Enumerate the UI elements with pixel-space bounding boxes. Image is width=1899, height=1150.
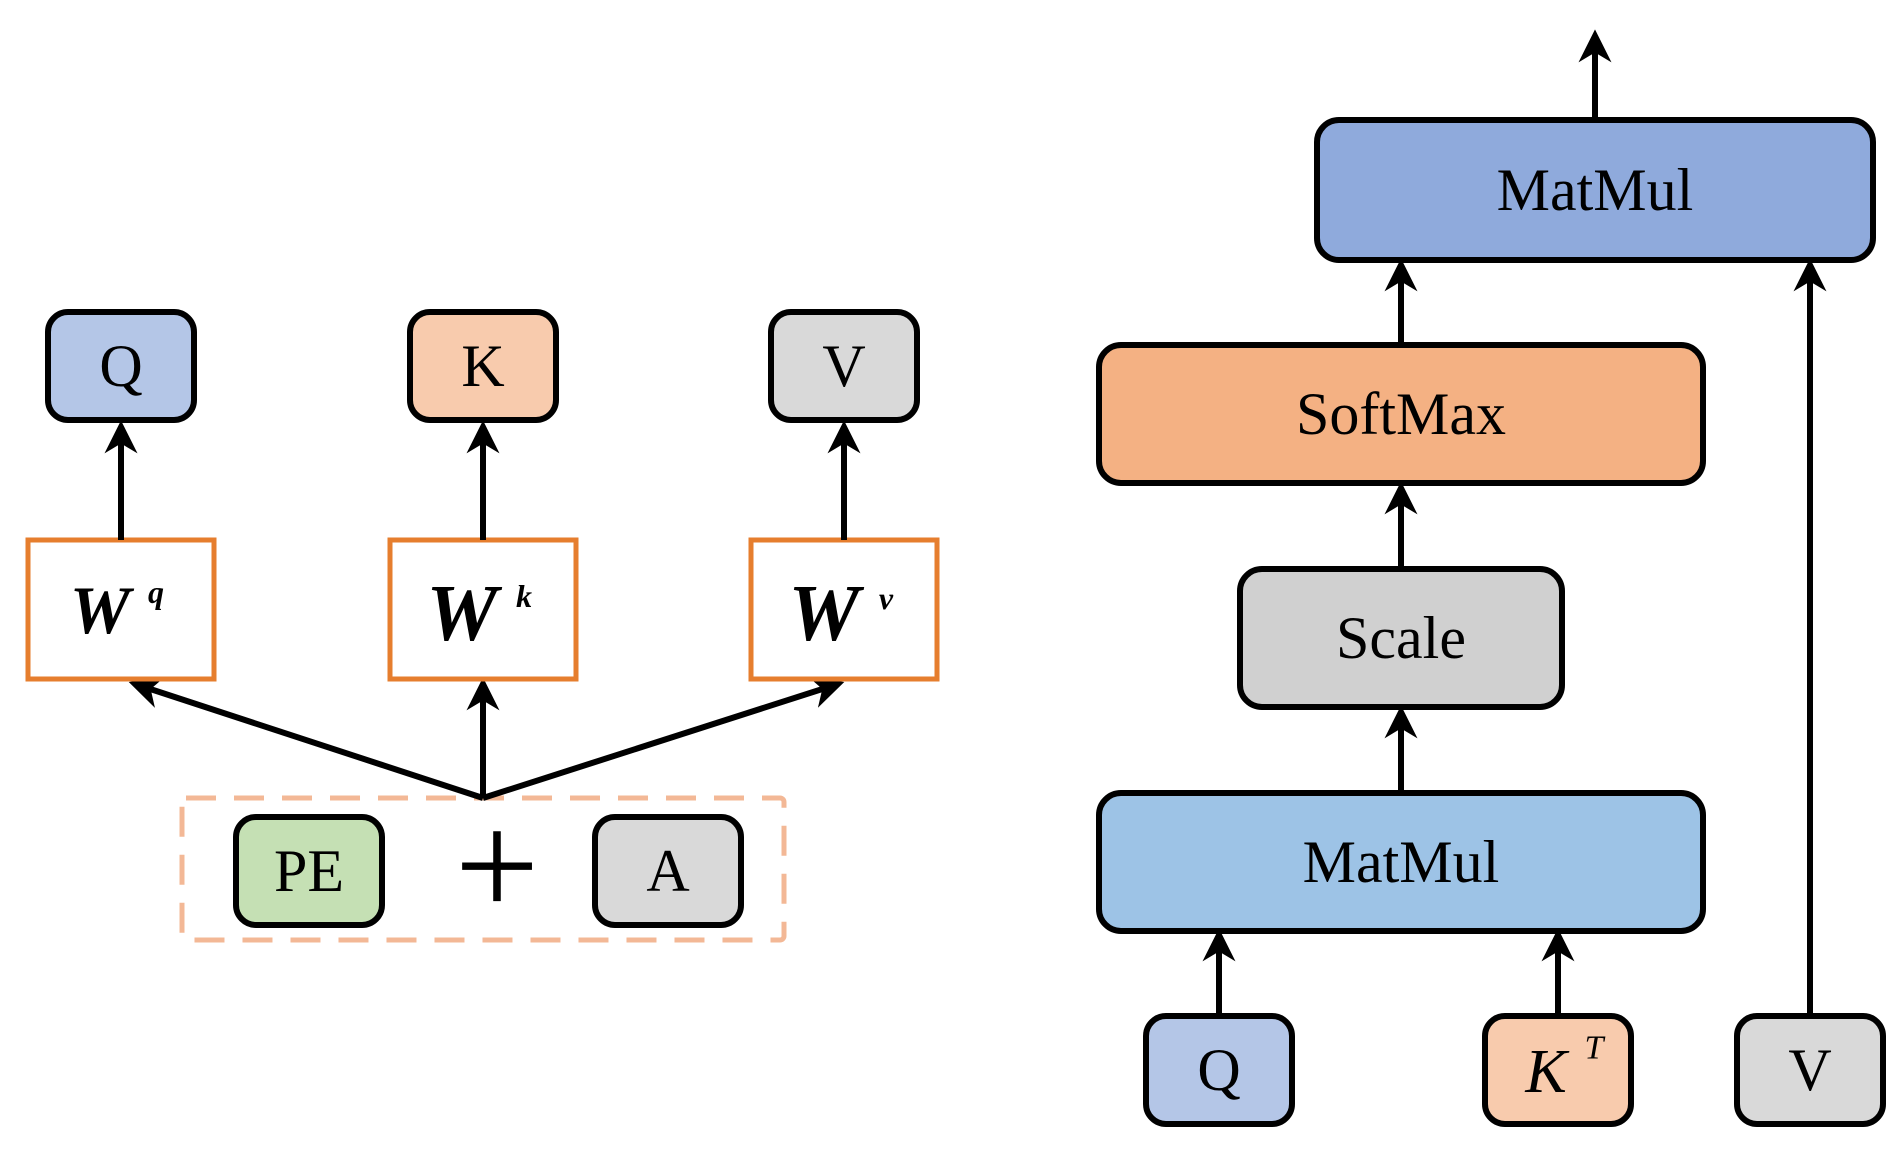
v-label: V [822, 333, 865, 399]
wk-base: W [426, 570, 502, 658]
wq-box [25, 537, 217, 682]
right-diagram: Q K T V MatMul Scale [1096, 29, 1886, 1127]
q-box [45, 309, 197, 423]
pe-box [233, 814, 385, 928]
softmax-label: SoftMax [1296, 381, 1506, 447]
k-node: K [407, 309, 559, 423]
bottom-q-node: Q [1143, 1013, 1295, 1127]
v-box [768, 309, 920, 423]
bottom-q-label: Q [1197, 1037, 1240, 1103]
wq-base: W [70, 572, 135, 648]
left-diagram: PE + A W q W k W v [25, 309, 940, 949]
wk-box [387, 537, 579, 682]
a-label: A [646, 838, 689, 904]
bottom-matmul-label: MatMul [1303, 829, 1500, 895]
k-label: K [461, 333, 504, 399]
scale-label: Scale [1336, 605, 1466, 671]
wk-node: W k [387, 537, 579, 682]
top-matmul-label: MatMul [1497, 157, 1694, 223]
softmax-node: SoftMax [1096, 342, 1706, 486]
v-node: V [768, 309, 920, 423]
arrow-to-wq [128, 676, 484, 801]
wv-sup: v [879, 580, 894, 616]
wq-node: W q [25, 537, 217, 682]
wv-node: W v [748, 537, 940, 682]
top-matmul-node: MatMul [1314, 117, 1876, 263]
wv-box [748, 537, 940, 682]
bottom-v-label: V [1788, 1037, 1831, 1103]
bottom-matmul-node: MatMul [1096, 790, 1706, 934]
pe-node: PE [233, 814, 385, 928]
bottom-v-node: V [1734, 1013, 1886, 1127]
plus-sign: + [455, 783, 540, 949]
arrow-to-wv [482, 676, 845, 801]
bottom-kt-sup: T [1585, 1030, 1606, 1067]
bottom-kt-base: K [1524, 1038, 1570, 1106]
wq-sup: q [148, 574, 164, 610]
q-node: Q [45, 309, 197, 423]
wv-base: W [788, 570, 864, 658]
wk-sup: k [516, 578, 532, 614]
scale-node: Scale [1237, 566, 1565, 710]
k-box [407, 309, 559, 423]
bottom-kt-node: K T [1482, 1013, 1634, 1127]
a-box [592, 814, 744, 928]
a-node: A [592, 814, 744, 928]
pe-label: PE [274, 838, 344, 904]
q-label: Q [99, 333, 142, 399]
